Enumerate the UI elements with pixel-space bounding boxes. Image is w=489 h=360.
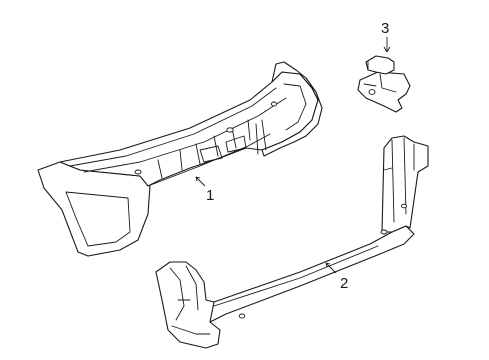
part-2-lower-tie-bar (155, 135, 429, 349)
callout-1: 1 (206, 187, 214, 204)
leader-3-arrow (383, 46, 391, 53)
callout-2: 2 (340, 275, 348, 292)
leader-1 (195, 176, 206, 187)
part-1-radiator-support (37, 61, 323, 257)
part-3-bracket (357, 55, 411, 113)
leader-2 (325, 262, 337, 274)
leader-2-arrow (325, 262, 331, 268)
callout-3: 3 (381, 20, 389, 37)
leader-1-arrow (195, 176, 201, 182)
